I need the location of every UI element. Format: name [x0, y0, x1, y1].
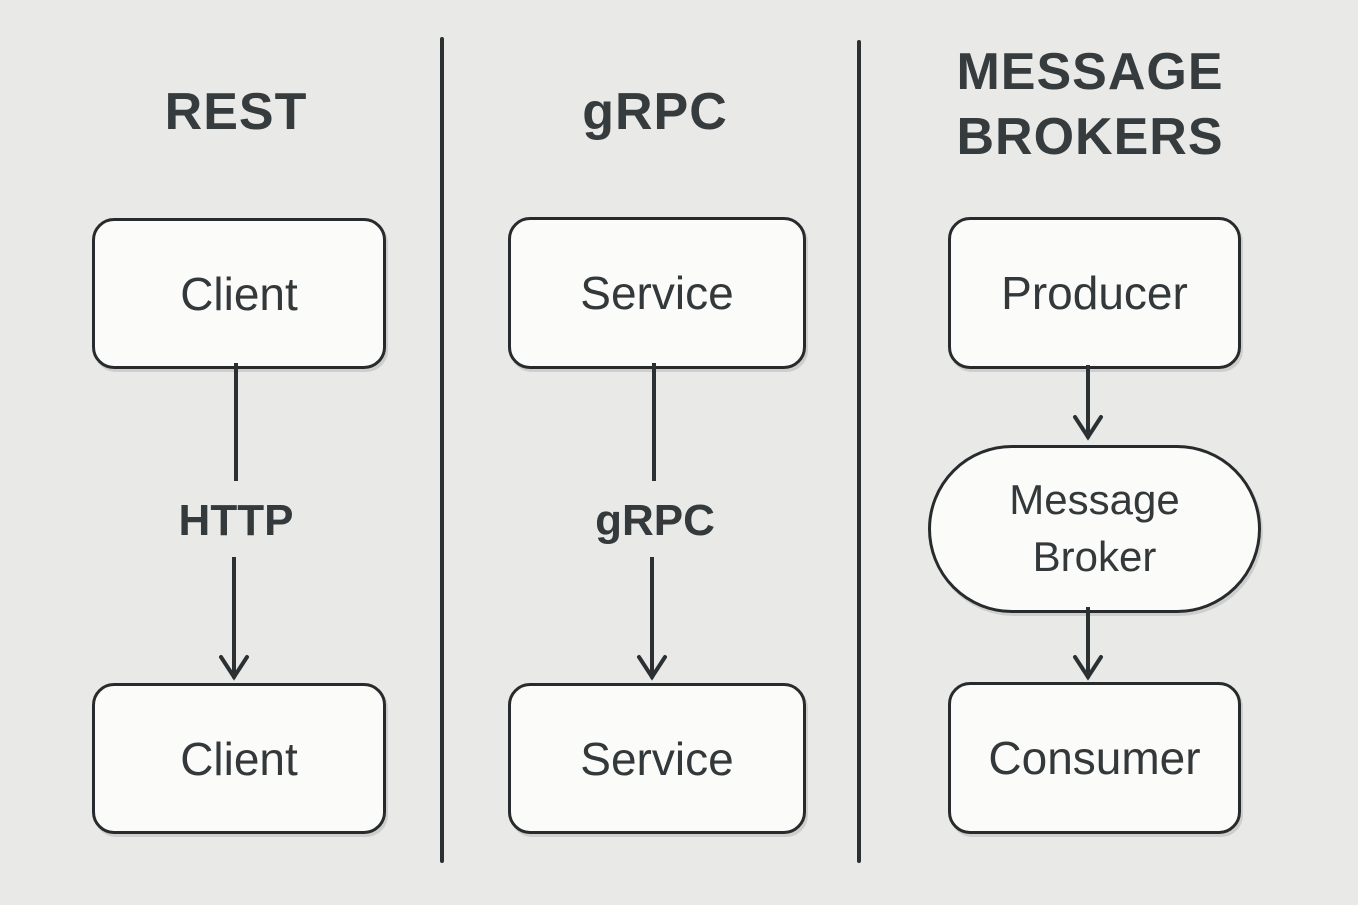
node-message-broker: Message Broker [928, 445, 1261, 613]
node-label: Message Broker [1009, 476, 1180, 580]
edge-label-grpc: gRPC [595, 496, 715, 545]
node-label: Client [180, 732, 298, 785]
node-service-top: Service [508, 217, 806, 369]
column-title-message-brokers: MESSAGE BROKERS [956, 43, 1224, 166]
node-producer: Producer [948, 217, 1241, 369]
column-title-grpc: gRPC [582, 83, 728, 141]
node-service-bottom: Service [508, 683, 806, 834]
arrow-down-icon [1072, 607, 1104, 681]
arrow-down-icon [1072, 365, 1104, 441]
column-title-rest: REST [164, 83, 308, 141]
node-label: Producer [1001, 267, 1188, 319]
connector-line [234, 363, 238, 481]
node-client-top: Client [92, 218, 386, 369]
node-client-bottom: Client [92, 683, 386, 834]
node-label: Consumer [988, 732, 1201, 784]
arrow-down-icon [636, 557, 668, 681]
node-label: Client [180, 267, 298, 320]
node-consumer: Consumer [948, 682, 1241, 834]
edge-label-http: HTTP [178, 496, 294, 545]
column-divider [857, 40, 861, 863]
column-divider [440, 37, 444, 863]
arrow-down-icon [218, 557, 250, 681]
node-label: Service [580, 732, 734, 785]
node-label: Service [580, 267, 734, 319]
connector-line [652, 363, 656, 481]
